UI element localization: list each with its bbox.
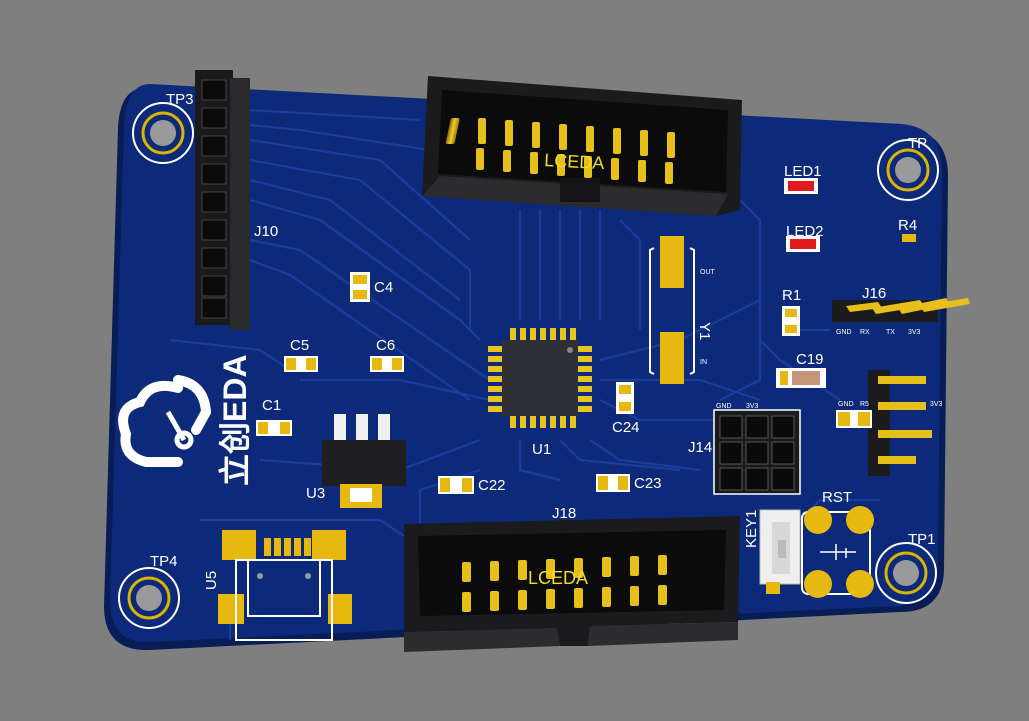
label-tp2: TP xyxy=(908,135,927,152)
label-u3: U3 xyxy=(306,485,325,502)
brand-text: 立创EDA xyxy=(217,354,253,486)
capacitor-c24 xyxy=(616,382,634,414)
usb-connector-u5 xyxy=(218,530,352,641)
label-j14-gnd: GND xyxy=(716,403,732,410)
mounting-hole-tp3 xyxy=(132,102,194,164)
capacitor-c5 xyxy=(284,356,318,372)
lceda-logo xyxy=(118,375,212,467)
label-c1: C1 xyxy=(262,397,281,414)
label-lceda-top: LCEDA xyxy=(544,150,605,173)
label-c22: C22 xyxy=(478,477,506,494)
label-tp1: TP1 xyxy=(908,531,936,548)
capacitor-c1 xyxy=(256,420,292,436)
label-led1: LED1 xyxy=(784,163,822,180)
label-j18: J18 xyxy=(552,505,576,522)
capacitor-c6 xyxy=(370,356,404,372)
mounting-hole-tp4 xyxy=(118,567,180,629)
header-j14 xyxy=(713,409,801,495)
label-rst: RST xyxy=(822,489,852,506)
capacitor-c22 xyxy=(438,476,474,494)
label-j15-gnd: GND xyxy=(838,401,854,408)
label-led2: LED2 xyxy=(786,223,824,240)
idc-header-top xyxy=(422,76,742,216)
label-key1: KEY1 xyxy=(743,510,760,548)
resistor-r4 xyxy=(902,234,916,242)
led-led1 xyxy=(784,178,818,194)
label-tp3: TP3 xyxy=(166,91,194,108)
label-c4: C4 xyxy=(374,279,393,296)
crystal-y1 xyxy=(649,236,695,384)
label-c6: C6 xyxy=(376,337,395,354)
label-j15-r: R5 xyxy=(860,401,869,408)
capacitor-c23 xyxy=(596,474,630,492)
label-j16-tx: TX xyxy=(886,329,895,336)
header-j10 xyxy=(195,70,250,330)
switch-rst xyxy=(801,506,874,598)
header-j15 xyxy=(836,370,932,476)
mounting-hole-tp1 xyxy=(875,542,937,604)
label-y1-out: OUT xyxy=(700,269,716,276)
label-c23: C23 xyxy=(634,475,662,492)
label-c24: C24 xyxy=(612,419,640,436)
label-c5: C5 xyxy=(290,337,309,354)
header-j16 xyxy=(832,298,970,322)
label-j14: J14 xyxy=(688,439,712,456)
capacitor-c4 xyxy=(350,272,370,302)
pcb-traces xyxy=(169,108,880,640)
idc-header-bottom xyxy=(404,516,740,652)
label-u5: U5 xyxy=(203,571,220,590)
label-j16-gnd: GND xyxy=(836,329,852,336)
label-j14-3v3: 3V3 xyxy=(746,403,759,410)
mounting-hole-tp2 xyxy=(877,139,939,201)
label-y1-in: IN xyxy=(700,359,707,366)
label-u1: U1 xyxy=(532,441,551,458)
label-r1: R1 xyxy=(782,287,801,304)
label-j16: J16 xyxy=(862,285,886,302)
regulator-u3 xyxy=(322,414,406,508)
button-key1 xyxy=(759,509,801,594)
label-j15-3v3: 3V3 xyxy=(930,401,943,408)
label-tp4: TP4 xyxy=(150,553,178,570)
led-led2 xyxy=(786,236,820,252)
label-y1: Y1 xyxy=(696,322,713,340)
label-j16-3v3: 3V3 xyxy=(908,329,921,336)
label-j10: J10 xyxy=(254,223,278,240)
label-c19: C19 xyxy=(796,351,824,368)
resistor-r1 xyxy=(782,306,800,336)
label-r4: R4 xyxy=(898,217,917,234)
capacitor-c19 xyxy=(776,368,826,388)
label-lceda-bottom: LCEDA xyxy=(528,568,588,588)
label-j16-rx: RX xyxy=(860,329,870,336)
mcu-u1 xyxy=(488,328,592,428)
